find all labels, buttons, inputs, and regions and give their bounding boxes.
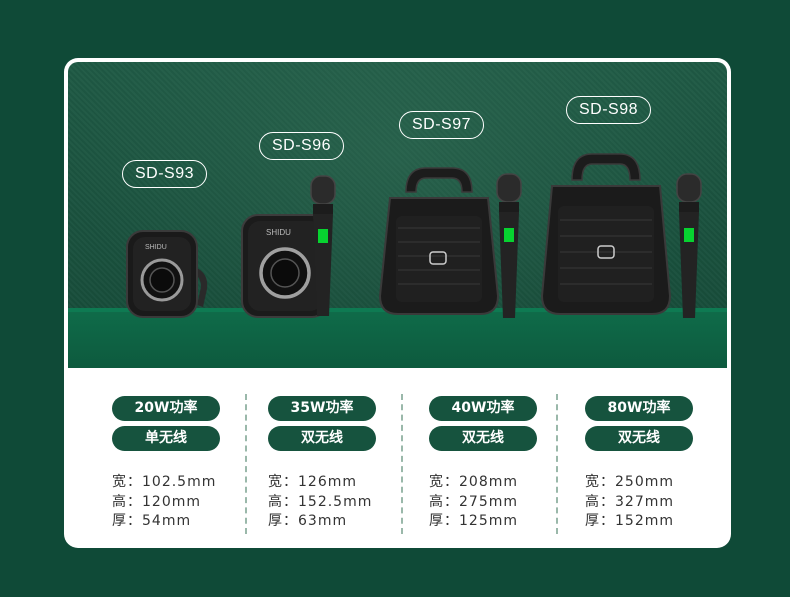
depth-spec: 厚：152mm — [585, 513, 674, 529]
model-tag-sd-s98: SD-S98 — [566, 96, 652, 124]
brand-text-sd-s93: SHIDU — [145, 244, 167, 251]
height-spec: 高：275mm — [429, 493, 518, 510]
microphone-sd-s98-image — [676, 173, 702, 318]
wireless-badge: 单无线 — [112, 426, 220, 451]
depth-spec: 厚：54mm — [112, 513, 192, 529]
model-tag-sd-s96: SD-S96 — [259, 132, 345, 160]
speaker-sd-s96-image: SHIDU — [241, 214, 329, 318]
depth-spec: 厚：63mm — [268, 513, 348, 529]
dimensions: 宽：250mm 高：327mm 厚：152mm — [585, 473, 725, 532]
width-spec: 宽：208mm — [429, 474, 518, 490]
power-badge: 20W功率 — [112, 396, 220, 421]
wireless-badge: 双无线 — [585, 426, 693, 451]
product-showcase: SD-S93 SD-S96 SD-S97 SD-S98 SHIDU SHIDU — [68, 62, 727, 368]
brand-text-sd-s96: SHIDU — [266, 228, 291, 237]
spec-column-sd-s93: 20W功率 单无线 宽：102.5mm 高：120mm 厚：54mm — [112, 396, 252, 532]
model-tag-sd-s97: SD-S97 — [399, 111, 485, 139]
height-spec: 高：152.5mm — [268, 493, 373, 510]
power-badge: 35W功率 — [268, 396, 376, 421]
power-badge: 80W功率 — [585, 396, 693, 421]
column-divider — [245, 394, 247, 534]
width-spec: 宽：250mm — [585, 474, 674, 490]
depth-spec: 厚：125mm — [429, 513, 518, 529]
microphone-sd-s96-image — [310, 175, 336, 316]
wireless-badge: 双无线 — [429, 426, 537, 451]
spec-column-sd-s96: 35W功率 双无线 宽：126mm 高：152.5mm 厚：63mm — [268, 396, 408, 532]
product-comparison-card: SD-S93 SD-S96 SD-S97 SD-S98 SHIDU SHIDU — [64, 58, 731, 548]
spec-column-sd-s98: 80W功率 双无线 宽：250mm 高：327mm 厚：152mm — [585, 396, 725, 532]
spec-column-sd-s97: 40W功率 双无线 宽：208mm 高：275mm 厚：125mm — [429, 396, 569, 532]
speaker-sd-s93-image: SHIDU — [126, 230, 208, 318]
speaker-sd-s98-image — [540, 153, 672, 315]
power-badge: 40W功率 — [429, 396, 537, 421]
speaker-sd-s97-image — [378, 167, 500, 315]
width-spec: 宽：126mm — [268, 474, 357, 490]
model-tag-sd-s93: SD-S93 — [122, 160, 208, 188]
height-spec: 高：120mm — [112, 493, 201, 510]
microphone-sd-s97-image — [496, 173, 522, 318]
dimensions: 宽：208mm 高：275mm 厚：125mm — [429, 473, 569, 532]
column-divider — [556, 394, 558, 534]
wireless-badge: 双无线 — [268, 426, 376, 451]
dimensions: 宽：126mm 高：152.5mm 厚：63mm — [268, 473, 408, 532]
width-spec: 宽：102.5mm — [112, 474, 217, 490]
display-shelf — [68, 312, 727, 368]
column-divider — [401, 394, 403, 534]
height-spec: 高：327mm — [585, 493, 674, 510]
dimensions: 宽：102.5mm 高：120mm 厚：54mm — [112, 473, 252, 532]
